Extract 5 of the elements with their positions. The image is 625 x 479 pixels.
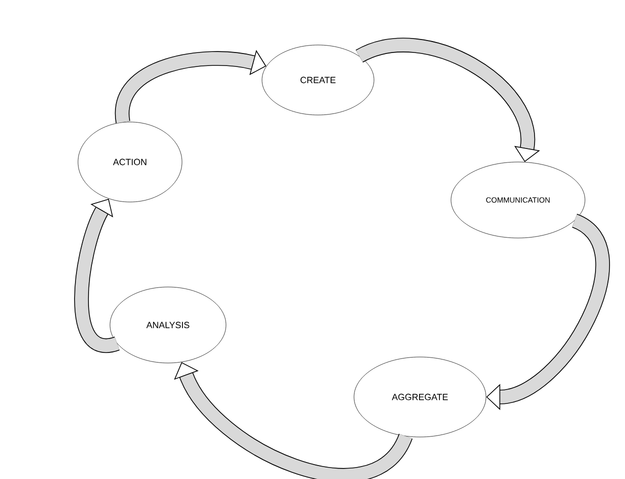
block-arrow: [356, 38, 540, 162]
block-arrow: [115, 50, 266, 122]
block-arrow: [174, 362, 412, 479]
block-arrow: [74, 198, 118, 353]
block-arrow: [486, 214, 610, 410]
